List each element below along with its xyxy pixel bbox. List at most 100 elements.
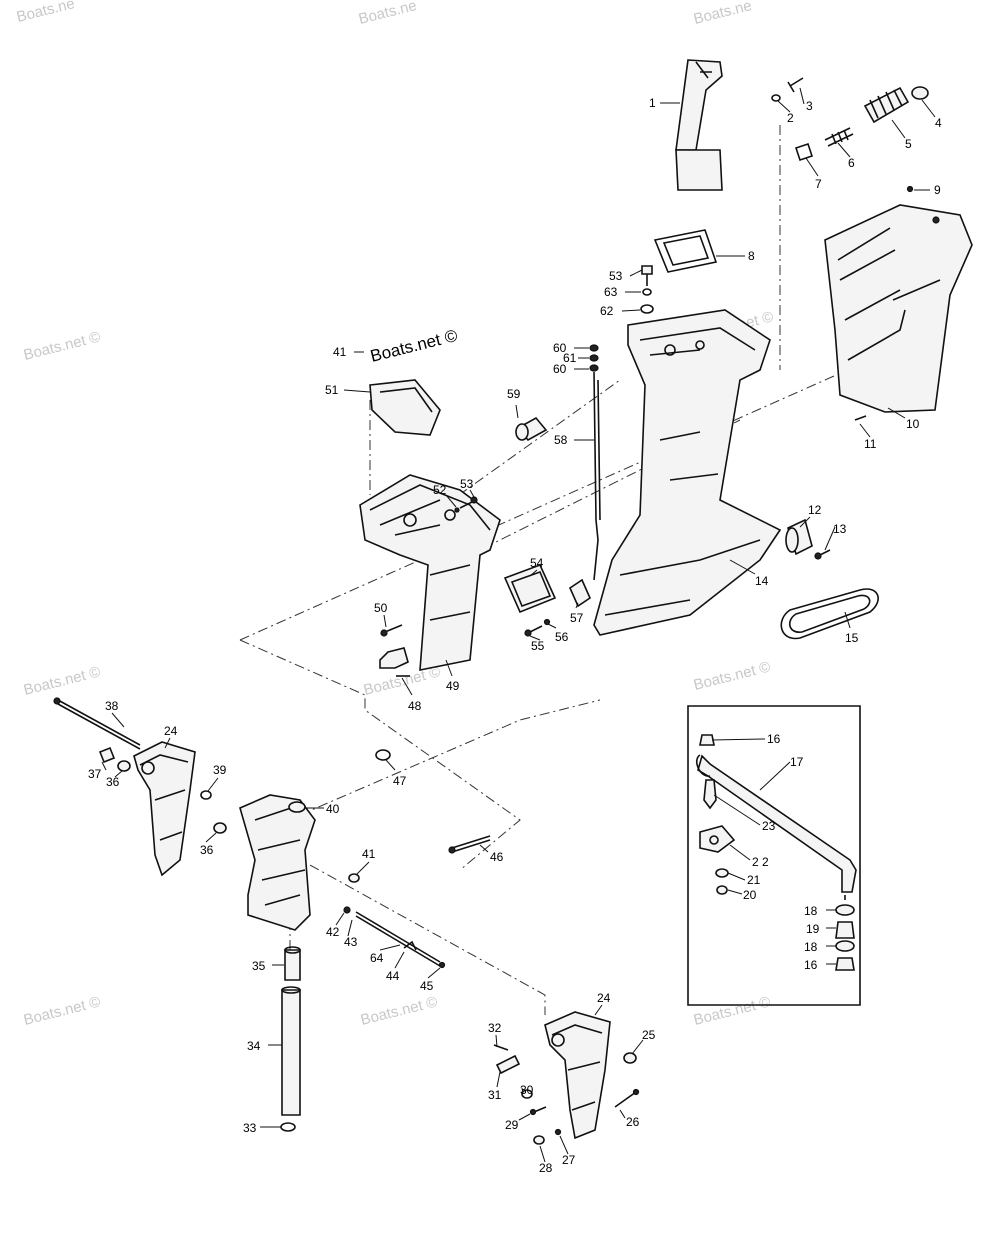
callout-17: 17 [790,755,804,769]
washer-47-bolt-46 [375,749,491,854]
callout-34: 34 [247,1039,261,1053]
small-bolts [380,496,551,637]
left-nuts-washers [98,746,227,834]
watermark-left-3: Boats.net © [22,993,102,1029]
callout-23: 23 [762,819,776,833]
cover-shell [824,204,973,413]
callout-53-mid: 53 [460,477,474,491]
callout-18-bottom: 18 [804,940,818,954]
callout-15: 15 [845,631,859,645]
callout-1: 1 [649,96,656,110]
watermark-right-2: Boats.net © [692,658,772,694]
callout-2: 2 [787,111,794,125]
callout-47: 47 [393,774,407,788]
watermark-left-1: Boats.net © [22,328,102,364]
pin-11 [854,415,867,421]
swivel-pin-parts [280,946,301,1132]
callout-25: 25 [642,1028,656,1042]
callout-50: 50 [374,601,388,615]
callout-53-top: 53 [609,269,623,283]
callout-19: 19 [806,922,820,936]
callout-5: 5 [905,137,912,151]
tilt-tube-38 [53,697,141,750]
callout-26: 26 [626,1115,640,1129]
callout-13: 13 [833,522,847,536]
exhaust-tube [675,59,723,191]
callout-8: 8 [748,249,755,263]
exhaust-housing [359,474,501,671]
steering-arm-inset [687,705,861,1006]
watermark-left-2: Boats.net © [22,663,102,699]
shift-rod-assembly [568,344,601,608]
callout-4: 4 [935,116,942,130]
callout-64: 64 [370,951,384,965]
callout-38: 38 [105,699,119,713]
callout-36-right: 36 [200,843,214,857]
callout-63: 63 [604,285,618,299]
callout-43: 43 [344,935,358,949]
callout-49: 49 [446,679,460,693]
callout-20: 20 [743,888,757,902]
right-bracket-hardware [493,1044,640,1145]
callout-58: 58 [554,433,568,447]
callout-28: 28 [539,1161,553,1175]
callout-55: 55 [531,639,545,653]
callout-62: 62 [600,304,614,318]
callout-24-right: 24 [597,991,611,1005]
callout-54: 54 [530,556,544,570]
callout-37: 37 [88,767,102,781]
seal-15 [780,588,879,640]
callout-45: 45 [420,979,434,993]
callout-10: 10 [906,417,920,431]
callout-42: 42 [326,925,340,939]
watermark-center-3: Boats.net © [359,993,439,1029]
assembly-lines [239,125,871,1015]
callout-59: 59 [507,387,521,401]
watermark-top-right: Boats.ne [692,0,754,28]
callout-35: 35 [252,959,266,973]
watermark-top-left: Boats.ne [15,0,77,26]
callout-9: 9 [934,183,941,197]
callout-40: 40 [326,802,340,816]
leader-lines [101,87,936,1163]
screw-9 [906,185,914,193]
gasket [653,229,718,273]
callout-30: 30 [520,1083,534,1097]
callout-57: 57 [570,611,584,625]
exhaust-cover-51 [369,379,441,436]
callout-11: 11 [864,437,877,451]
callout-31: 31 [488,1088,502,1102]
callout-36-left: 36 [106,775,120,789]
callout-18-top: 18 [804,904,818,918]
callout-61: 61 [563,351,577,365]
callout-48: 48 [408,699,422,713]
callout-24-left: 24 [164,724,178,738]
callout-44: 44 [386,969,400,983]
callout-7: 7 [815,177,822,191]
callout-22: 2 2 [752,855,769,869]
screw-and-washer [771,77,804,102]
callout-39: 39 [213,763,227,777]
watermark-center-dark: Boats.net © [368,326,459,366]
callout-14: 14 [755,574,769,588]
callout-27: 27 [562,1153,576,1167]
callout-46: 46 [490,850,504,864]
rubber-mount-59 [515,416,548,442]
callout-3: 3 [806,99,813,113]
bolt-washer-stack-upper [640,265,654,314]
callout-52: 52 [433,483,447,497]
callout-33: 33 [243,1121,257,1135]
watermark-right-3: Boats.net © [692,993,772,1029]
callout-21: 21 [747,873,761,887]
callout-16-bottom: 16 [804,958,818,972]
callout-41-bottom: 41 [362,847,376,861]
water-plate-54 [503,563,557,614]
drive-shaft-housing [593,309,782,636]
callout-6: 6 [848,156,855,170]
callout-51: 51 [325,383,339,397]
callout-41-top: 41 [333,345,347,359]
callout-60-top: 60 [553,341,567,355]
shift-boot-assembly [794,86,929,162]
clamp-bracket-left [133,741,196,877]
